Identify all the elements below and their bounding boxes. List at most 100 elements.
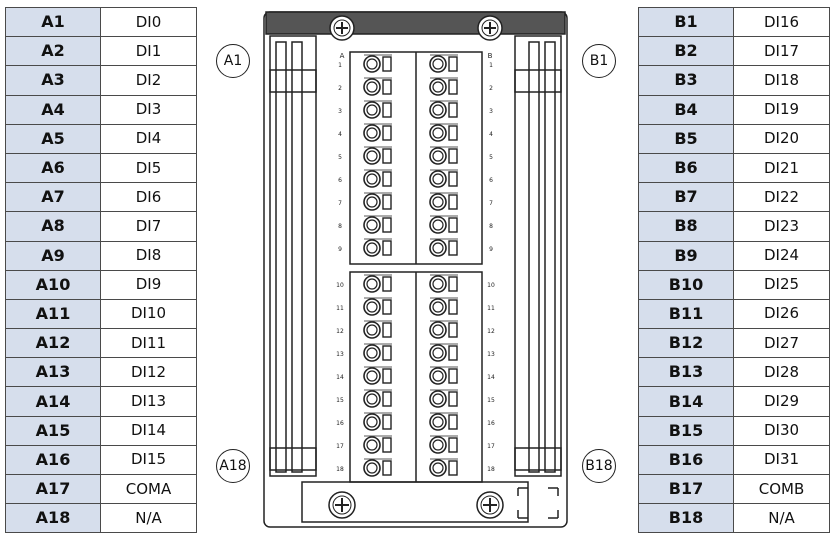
pin-label: A5	[5, 123, 101, 154]
terminal-clamp-icon	[363, 123, 392, 142]
screw-icon	[329, 15, 355, 41]
pin-label: B11	[638, 298, 734, 330]
pin-label: A13	[5, 357, 101, 388]
signal-label: COMB	[733, 473, 830, 505]
signal-label: DI26	[733, 298, 830, 330]
right-rail-slot-1	[528, 41, 540, 473]
pin-label: B13	[638, 357, 734, 388]
signal-label: DI7	[100, 211, 197, 242]
pin-label: A16	[5, 444, 101, 476]
signal-label: DI13	[100, 386, 197, 417]
signal-label: DI1	[100, 36, 197, 67]
signal-label: DI28	[733, 357, 830, 388]
terminal-number-a: 8	[338, 223, 342, 230]
terminal-number-b: 6	[489, 177, 493, 184]
pin-label: B6	[638, 152, 734, 184]
terminal-number-a: 4	[338, 131, 342, 138]
terminal-clamp-icon	[429, 146, 458, 165]
pin-label: B16	[638, 444, 734, 476]
pin-label: A11	[5, 298, 101, 330]
left-rail-slot-1	[275, 41, 287, 473]
terminal-clamp-icon	[429, 412, 458, 431]
terminal-clamp-icon	[363, 54, 392, 73]
terminal-number-a: 7	[338, 200, 342, 207]
callout-a18: A18	[216, 449, 250, 483]
bottom-corner-marks	[517, 487, 559, 519]
signal-label: DI0	[100, 6, 197, 38]
pin-label: B14	[638, 386, 734, 417]
terminal-clamp-icon	[429, 297, 458, 316]
pin-label: A6	[5, 152, 101, 184]
terminal-number-a: 3	[338, 108, 342, 115]
pin-label: B18	[638, 503, 734, 534]
terminal-clamp-icon	[429, 100, 458, 119]
signal-label: DI27	[733, 328, 830, 359]
terminal-clamp-icon	[429, 54, 458, 73]
terminal-clamp-icon	[363, 77, 392, 96]
left-rail-notch-top	[269, 69, 317, 93]
right-rail-slot-2	[544, 41, 556, 473]
terminal-number-b: 8	[489, 223, 493, 230]
pin-label: A2	[5, 36, 101, 67]
terminal-number-a: 14	[336, 374, 344, 381]
terminal-number-b: 3	[489, 108, 493, 115]
pin-label: A17	[5, 473, 101, 505]
signal-label: DI10	[100, 298, 197, 330]
pin-label: A4	[5, 94, 101, 125]
terminal-clamp-icon	[429, 215, 458, 234]
pin-label: A10	[5, 269, 101, 300]
signal-label: DI30	[733, 415, 830, 446]
pin-label: A12	[5, 328, 101, 359]
terminal-clamp-icon	[429, 343, 458, 362]
signal-label: COMA	[100, 473, 197, 505]
pin-label: B8	[638, 211, 734, 242]
pin-label: B7	[638, 182, 734, 213]
pin-label: B10	[638, 269, 734, 300]
terminal-number-a: 15	[336, 397, 344, 404]
terminal-number-a: 13	[336, 351, 344, 358]
screw-icon	[328, 491, 356, 519]
terminal-number-b: 5	[489, 154, 493, 161]
device-bottom-panel	[301, 481, 529, 523]
left-rail-notch-bottom	[269, 447, 317, 471]
signal-label: DI29	[733, 386, 830, 417]
terminal-clamp-icon	[429, 77, 458, 96]
signal-label: DI2	[100, 65, 197, 96]
pin-label: A7	[5, 182, 101, 213]
signal-label: DI8	[100, 240, 197, 271]
terminal-number-b: 2	[489, 85, 493, 92]
signal-label: N/A	[733, 503, 830, 534]
signal-label: DI31	[733, 444, 830, 476]
terminal-number-a: 17	[336, 443, 344, 450]
screw-icon	[477, 15, 503, 41]
terminal-number-b: 17	[487, 443, 495, 450]
signal-label: N/A	[100, 503, 197, 534]
terminal-number-b: 10	[487, 282, 495, 289]
signal-label: DI5	[100, 152, 197, 184]
pin-label: A14	[5, 386, 101, 417]
terminal-number-b: 7	[489, 200, 493, 207]
pin-label: B1	[638, 6, 734, 38]
signal-label: DI17	[733, 36, 830, 67]
right-side-rail	[514, 35, 562, 477]
terminal-number-b: 18	[487, 466, 495, 473]
terminal-number-b: 1	[489, 62, 493, 69]
